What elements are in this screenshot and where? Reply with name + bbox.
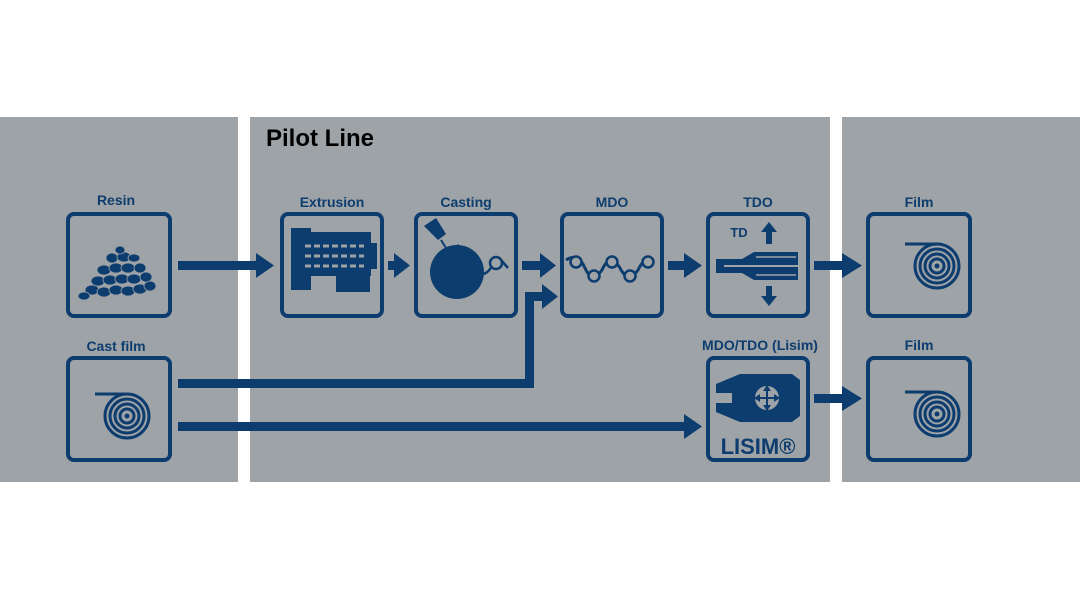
- cast-film-to-mdo-arrow: [178, 284, 558, 388]
- casting-box: [414, 212, 518, 318]
- film-bottom-roll-icon: [903, 390, 961, 438]
- tdo-tenter-icon: TD: [716, 222, 798, 306]
- cast-film-to-lisim-arrow: [178, 414, 702, 439]
- extruder-icon: [291, 228, 377, 292]
- mdo-box: [560, 212, 664, 318]
- lisim-box: [706, 356, 810, 462]
- tdo-to-film-arrow: [814, 253, 862, 278]
- film-bottom-box: [866, 356, 972, 462]
- lisim-logo-text: LISIM®: [721, 434, 796, 459]
- input-panel: [0, 117, 238, 482]
- film-top-roll-icon: [903, 242, 961, 290]
- output-panel: [842, 117, 1080, 482]
- lisim-to-film-arrow: [814, 386, 862, 411]
- resin-to-extrusion-arrow: [178, 253, 274, 278]
- mdo-rollers-icon: [565, 255, 656, 283]
- extrusion-label: Extrusion: [299, 194, 365, 210]
- mdo-to-tdo-arrow: [668, 253, 702, 278]
- cast-film-roll-icon: [93, 392, 151, 440]
- lisim-icon: LISIM®: [716, 374, 800, 459]
- resin-label: Resin: [96, 192, 136, 208]
- mdo-label: MDO: [595, 194, 629, 210]
- pilot-line-title: Pilot Line: [266, 125, 374, 152]
- td-text: TD: [730, 225, 747, 240]
- resin-box: [66, 212, 172, 318]
- film-top-box: [866, 212, 972, 318]
- casting-label: Casting: [440, 194, 492, 210]
- tdo-label: TDO: [743, 194, 773, 210]
- tdo-box: [706, 212, 810, 318]
- cast-film-label: Cast film: [86, 338, 146, 354]
- resin-pellets-icon: [77, 245, 157, 301]
- extrusion-to-casting-arrow: [388, 253, 410, 278]
- film-top-label: Film: [904, 194, 934, 210]
- extrusion-box: [280, 212, 384, 318]
- cast-film-box: [66, 356, 172, 462]
- film-bottom-label: Film: [904, 337, 934, 353]
- casting-to-mdo-arrow: [522, 253, 556, 278]
- casting-drum-icon: [424, 218, 509, 299]
- mdo-tdo-label: MDO/TDO (Lisim): [702, 337, 818, 353]
